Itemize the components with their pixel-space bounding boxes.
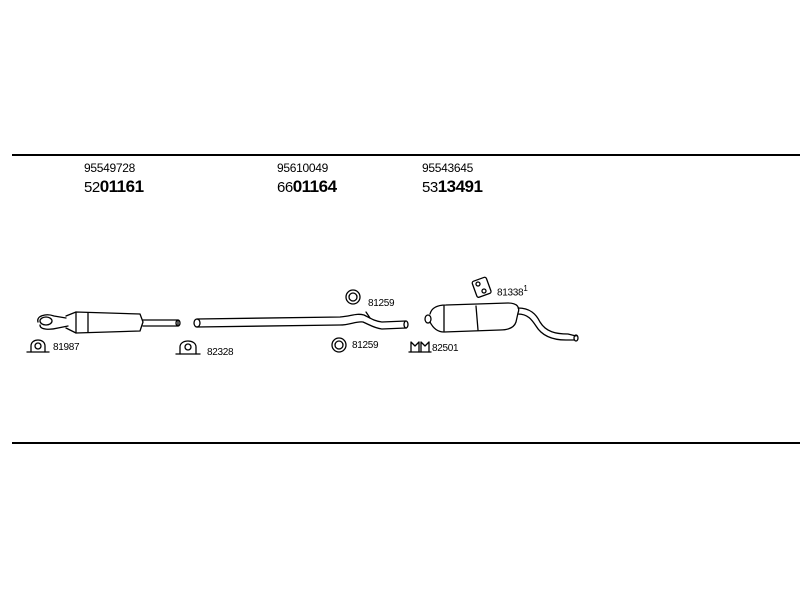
callout-ring-lower: 81259 [352, 340, 379, 351]
part-header-front-muffler: 95549728 5201161 [84, 162, 144, 195]
article-number-front-muffler: 5201161 [84, 177, 144, 196]
callout-ring-upper: 81259 [368, 298, 395, 309]
oe-number-front-muffler: 95549728 [84, 161, 135, 175]
oe-number-rear-muffler: 95543645 [422, 161, 473, 175]
middle-pipe-drawing [193, 311, 409, 330]
article-number-middle-pipe: 6601164 [277, 177, 337, 196]
ring-upper-icon [345, 289, 361, 305]
bottom-divider-line [12, 442, 800, 444]
oe-number-middle-pipe: 95610049 [277, 161, 328, 175]
ring-lower-icon [331, 337, 347, 353]
rear-muffler-drawing [424, 302, 579, 342]
clamp-front-icon [26, 339, 50, 353]
callout-hanger-rear: 813381 [497, 284, 528, 299]
footnote-marker: 1 [523, 284, 528, 293]
front-muffler-drawing [37, 311, 181, 334]
hanger-rear-icon [471, 276, 492, 298]
callout-bracket-rear: 82501 [432, 343, 459, 354]
article-number-rear-muffler: 5313491 [422, 177, 483, 196]
part-header-rear-muffler: 95543645 5313491 [422, 161, 483, 196]
bracket-rear-icon [408, 341, 432, 353]
callout-clamp-front: 81987 [53, 342, 80, 353]
callout-clamp-mid: 82328 [207, 347, 234, 358]
clamp-mid-icon [175, 340, 201, 355]
top-divider-line [12, 154, 800, 156]
part-header-middle-pipe: 95610049 6601164 [277, 162, 337, 195]
